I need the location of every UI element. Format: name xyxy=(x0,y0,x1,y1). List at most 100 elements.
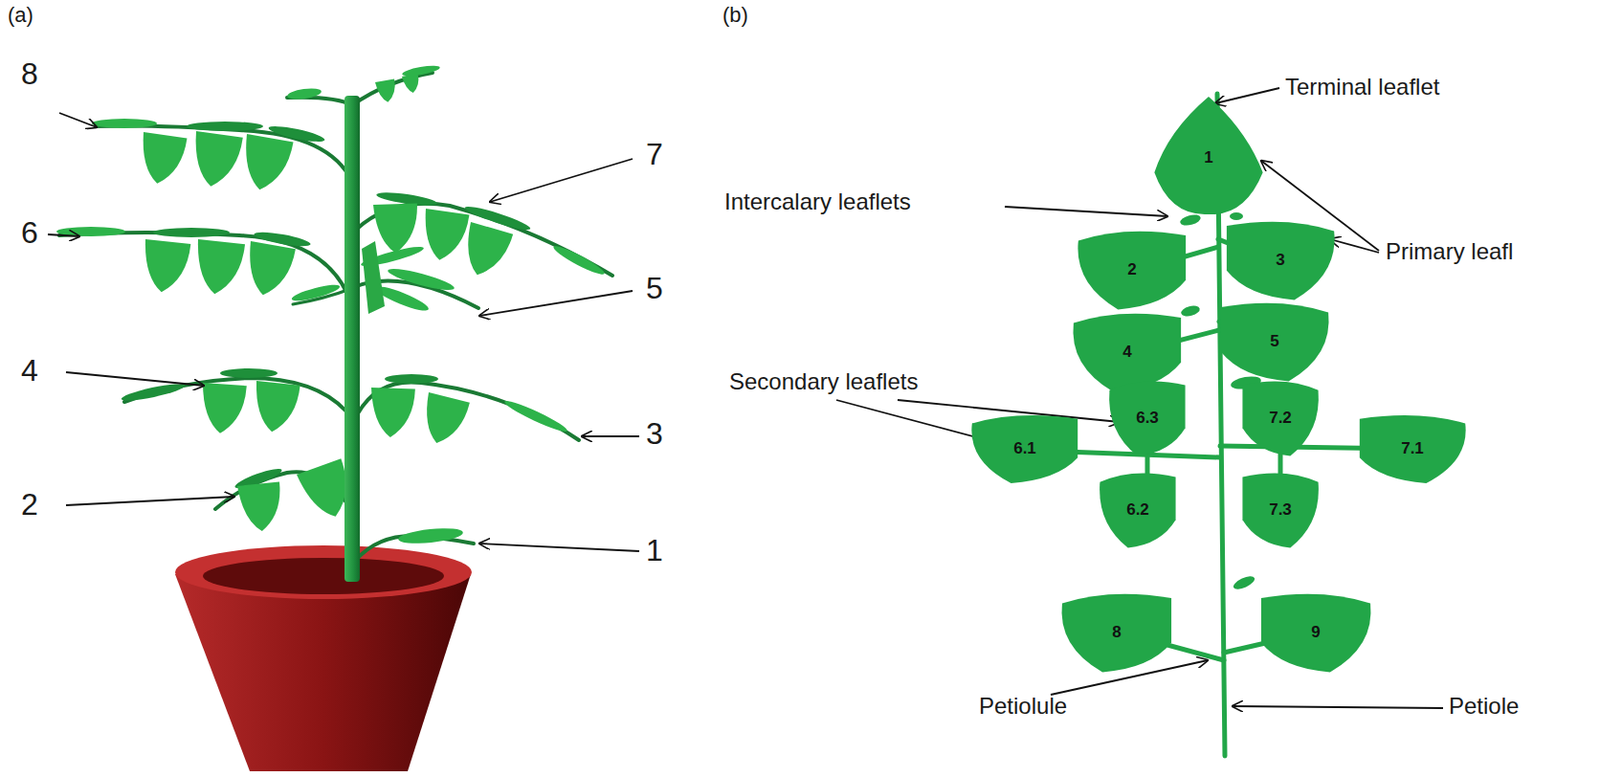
plant-leaf xyxy=(242,241,296,300)
leaflet-number-box: 6.2 xyxy=(1096,468,1179,552)
plant-leaf xyxy=(397,525,464,546)
plant-leaf xyxy=(56,64,613,560)
leader-arrow xyxy=(66,496,235,506)
leaflet-number: 3 xyxy=(1275,250,1285,270)
leader-arrow xyxy=(479,290,633,316)
intercalary-leaflet xyxy=(1178,212,1202,227)
plant-leaf xyxy=(136,132,188,187)
leaflet-shape xyxy=(1154,96,1263,215)
plant-leaf xyxy=(237,133,293,195)
leaflet-number: 2 xyxy=(1127,260,1136,280)
leader-arrow xyxy=(66,372,204,386)
leaflet: 6.2 xyxy=(1096,468,1179,552)
leaflet-number: 6.1 xyxy=(1013,439,1037,459)
leader-arrow xyxy=(1215,88,1280,104)
plant-leaf xyxy=(91,118,157,129)
leader-arrow xyxy=(489,158,633,202)
leaflet-number: 1 xyxy=(1203,148,1213,168)
plant-leaf xyxy=(192,239,245,297)
intercalary-leaflet xyxy=(1229,212,1244,221)
leader-arrow xyxy=(581,435,640,438)
plant-leaf xyxy=(419,208,470,264)
leaflet-number-box: 6.1 xyxy=(967,411,1083,487)
plant-leaf xyxy=(357,381,579,441)
plant-leaf xyxy=(120,380,187,404)
leaflet-shape xyxy=(1077,231,1186,311)
panel-letter: (a) xyxy=(7,3,34,27)
leaflet-number-box: 9 xyxy=(1256,589,1376,676)
leader-arrow xyxy=(47,88,1444,709)
plant-leaf xyxy=(373,202,420,254)
plant-leaf xyxy=(401,72,423,94)
leader-arrow xyxy=(1004,206,1168,217)
leader-arrow xyxy=(1232,706,1444,709)
flower-pot xyxy=(175,545,472,600)
flower-pot xyxy=(175,574,471,772)
intercalary-leaflet xyxy=(1179,304,1201,319)
plant-leaf xyxy=(186,121,264,132)
leaflet-number-box: 1 xyxy=(1152,96,1266,220)
leaflet-number-box: 2 xyxy=(1073,226,1191,313)
leaflet: 7.3 xyxy=(1239,468,1322,552)
intercalary-leaflet xyxy=(1231,573,1257,592)
plant-leaf xyxy=(251,380,301,435)
leaflet: 2 xyxy=(1073,226,1191,313)
plant-leaf xyxy=(417,392,470,449)
leaflet: 7.1 xyxy=(1355,411,1470,487)
leaflet: 8 xyxy=(1057,589,1177,676)
plant-stem xyxy=(344,95,360,582)
plant-leaf xyxy=(352,72,433,106)
callout-number: 4 xyxy=(21,354,39,388)
callout-number: 6 xyxy=(21,216,39,250)
leader-arrow xyxy=(1330,239,1379,253)
plant-leaf xyxy=(551,243,607,279)
leaflet: 6.3 xyxy=(1106,377,1189,460)
part-label: Intercalary leaflets xyxy=(724,189,912,215)
plant-leaf xyxy=(375,78,399,104)
leaflet-number-box: 3 xyxy=(1222,217,1339,304)
leaflet-shape xyxy=(1226,222,1335,301)
leaflet-number: 6.2 xyxy=(1126,500,1150,520)
callout-number: 5 xyxy=(645,271,664,306)
plant-leaf xyxy=(457,222,513,282)
plant-leaf xyxy=(386,265,457,294)
leaflet: 3 xyxy=(1222,217,1339,304)
leaflet-shape xyxy=(1359,415,1467,484)
leaflet-number: 7.2 xyxy=(1268,408,1292,428)
leaflet-number-box: 8 xyxy=(1057,589,1177,676)
part-label: Primary leafl xyxy=(1385,239,1513,265)
leaflet: 1 xyxy=(1152,96,1266,220)
leaflet-shape xyxy=(1221,303,1330,382)
part-label: Petiolule xyxy=(978,693,1067,719)
leaflet-number: 7.1 xyxy=(1400,439,1424,459)
leaflet-number-box: 7.3 xyxy=(1239,468,1322,552)
leaflet-shape xyxy=(1242,380,1318,456)
leaflet: 7.2 xyxy=(1239,377,1322,460)
leaflet-shape xyxy=(971,415,1078,484)
leaflet-shape xyxy=(1072,313,1181,393)
leaflet-number-box: 5 xyxy=(1216,298,1334,385)
plant-leaf xyxy=(502,397,569,435)
leaflet-number: 6.3 xyxy=(1135,408,1159,428)
leader-arrow xyxy=(47,234,80,237)
leader-arrow xyxy=(479,543,640,552)
flower-pot xyxy=(175,545,472,772)
callout-number: 2 xyxy=(21,488,39,522)
callout-number: 8 xyxy=(21,57,39,91)
plant-leaf xyxy=(401,64,442,79)
leaflet: 9 xyxy=(1256,589,1376,676)
leaflet-number-box: 7.2 xyxy=(1239,377,1322,460)
callout-number: 7 xyxy=(645,137,664,172)
plant-leaf xyxy=(199,382,246,435)
plant-stem xyxy=(344,95,360,582)
leaflet-number: 4 xyxy=(1122,342,1132,362)
plant-leaf xyxy=(369,387,416,439)
callout-number: 1 xyxy=(645,533,664,568)
leaflet: 5 xyxy=(1216,298,1334,385)
leaflet-number-box: 6.3 xyxy=(1106,377,1189,460)
plant-leaf xyxy=(384,374,439,384)
plant-leaf xyxy=(153,227,230,238)
leaflet-shape xyxy=(1242,472,1318,548)
leaflet-shape xyxy=(1099,472,1176,548)
